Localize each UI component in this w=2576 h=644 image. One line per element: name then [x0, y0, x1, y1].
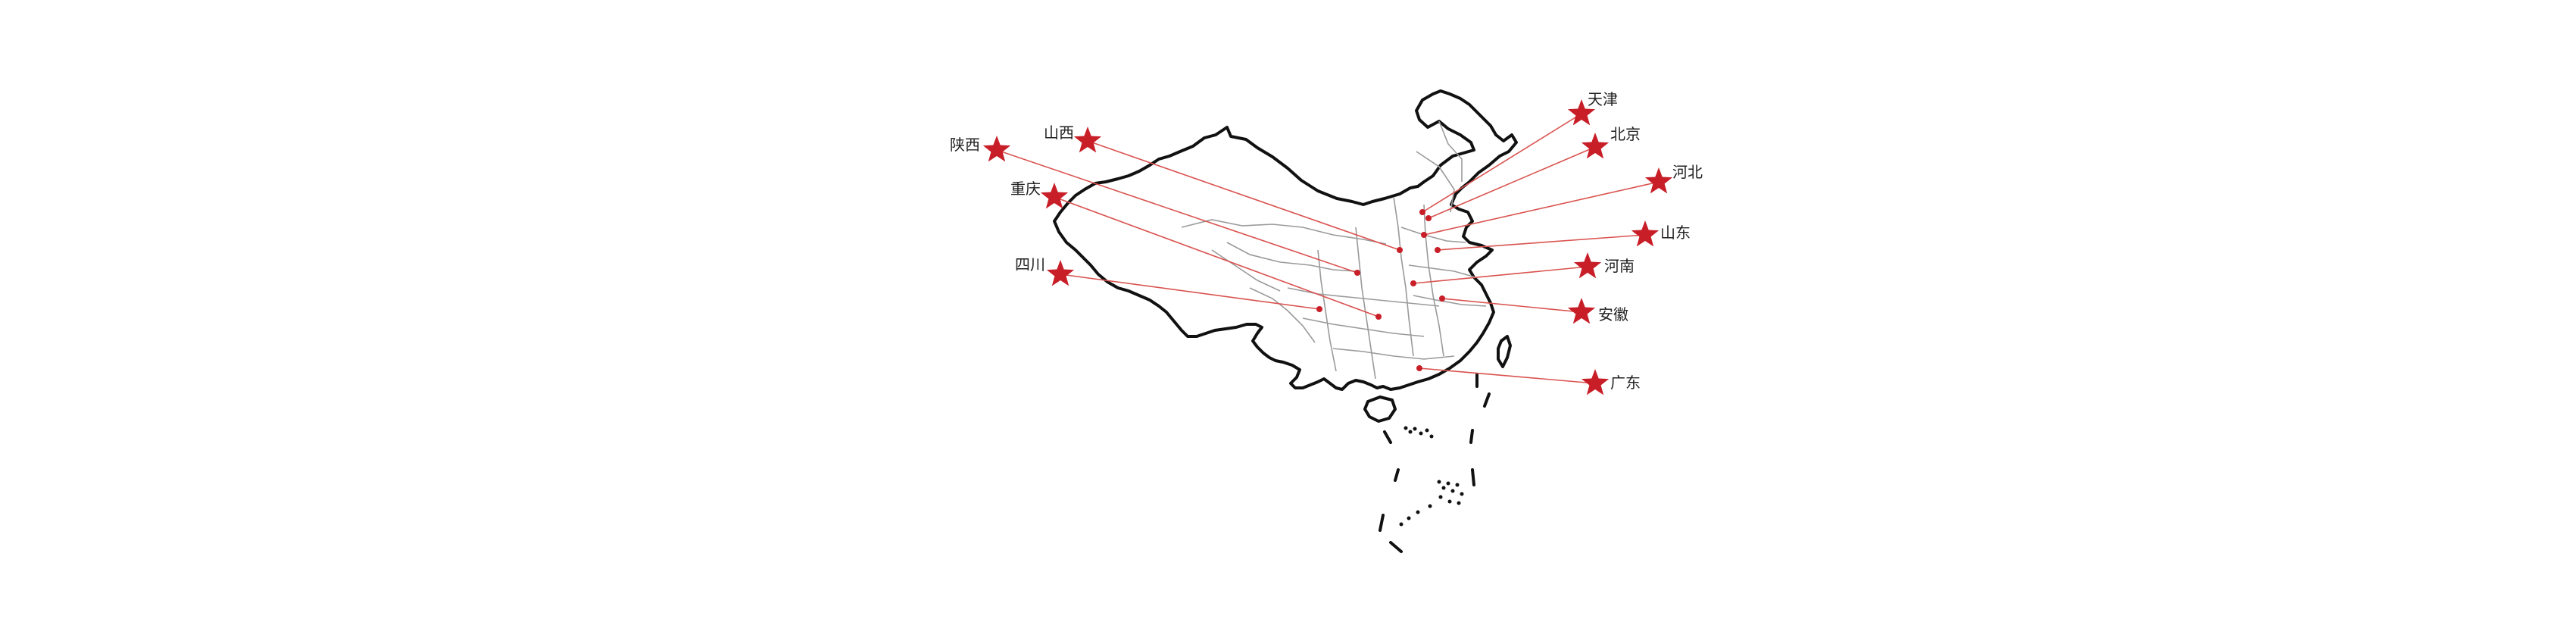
star-icon: [1581, 369, 1610, 395]
leader-line-sichuan: [1060, 274, 1320, 310]
leader-line-anhui: [1441, 298, 1582, 313]
location-dot-anhui: [1439, 295, 1445, 302]
province-label-guangdong: 广东: [1610, 374, 1641, 392]
leader-line-chongqing: [1054, 196, 1379, 317]
location-dot-sichuan: [1316, 306, 1322, 312]
location-dot-shandong: [1435, 247, 1441, 253]
leader-line-henan: [1413, 266, 1588, 284]
location-dot-chongqing: [1375, 314, 1382, 320]
province-label-shanxi: 山西: [1044, 123, 1074, 142]
province-label-tianjin: 天津: [1588, 90, 1618, 108]
location-dot-shaanxi: [1354, 270, 1360, 276]
province-label-henan: 河南: [1604, 257, 1635, 275]
province-label-chongqing: 重庆: [1010, 180, 1041, 198]
star-icon: [1581, 133, 1610, 159]
hainan-outline: [1363, 395, 1397, 423]
star-icon: [1631, 220, 1660, 247]
province-label-sichuan: 四川: [1015, 255, 1045, 274]
location-dot-henan: [1410, 280, 1416, 286]
south-sea-islands: [1399, 426, 1464, 527]
leader-line-shandong: [1437, 234, 1646, 251]
star-icon: [1046, 260, 1075, 286]
location-dot-hebei: [1421, 232, 1427, 238]
leader-line-hebei: [1423, 181, 1660, 236]
leader-line-shanxi: [1087, 140, 1400, 251]
star-icon: [1567, 99, 1596, 126]
star-icon: [1573, 252, 1602, 279]
location-dot-beijing: [1425, 215, 1432, 221]
star-icon: [1567, 298, 1596, 324]
location-dot-shanxi: [1397, 247, 1403, 253]
leader-line-shaanxi: [996, 149, 1358, 274]
star-icon: [1040, 183, 1069, 209]
taiwan-outline: [1497, 335, 1512, 368]
leader-line-beijing: [1428, 146, 1596, 219]
location-dot-guangdong: [1416, 365, 1422, 371]
province-label-shandong: 山东: [1660, 224, 1691, 242]
star-icon: [1073, 127, 1102, 153]
leader-line-guangdong: [1419, 367, 1596, 384]
country-outline: [1053, 89, 1518, 391]
province-label-beijing: 北京: [1610, 125, 1641, 143]
province-label-shaanxi: 陕西: [950, 136, 980, 154]
star-icon: [982, 136, 1011, 162]
nine-dash-line: [1379, 373, 1491, 553]
location-dot-tianjin: [1419, 209, 1425, 215]
star-icon: [1644, 167, 1673, 194]
leader-line-tianjin: [1422, 113, 1582, 213]
province-label-hebei: 河北: [1672, 163, 1703, 181]
province-label-anhui: 安徽: [1598, 305, 1628, 324]
